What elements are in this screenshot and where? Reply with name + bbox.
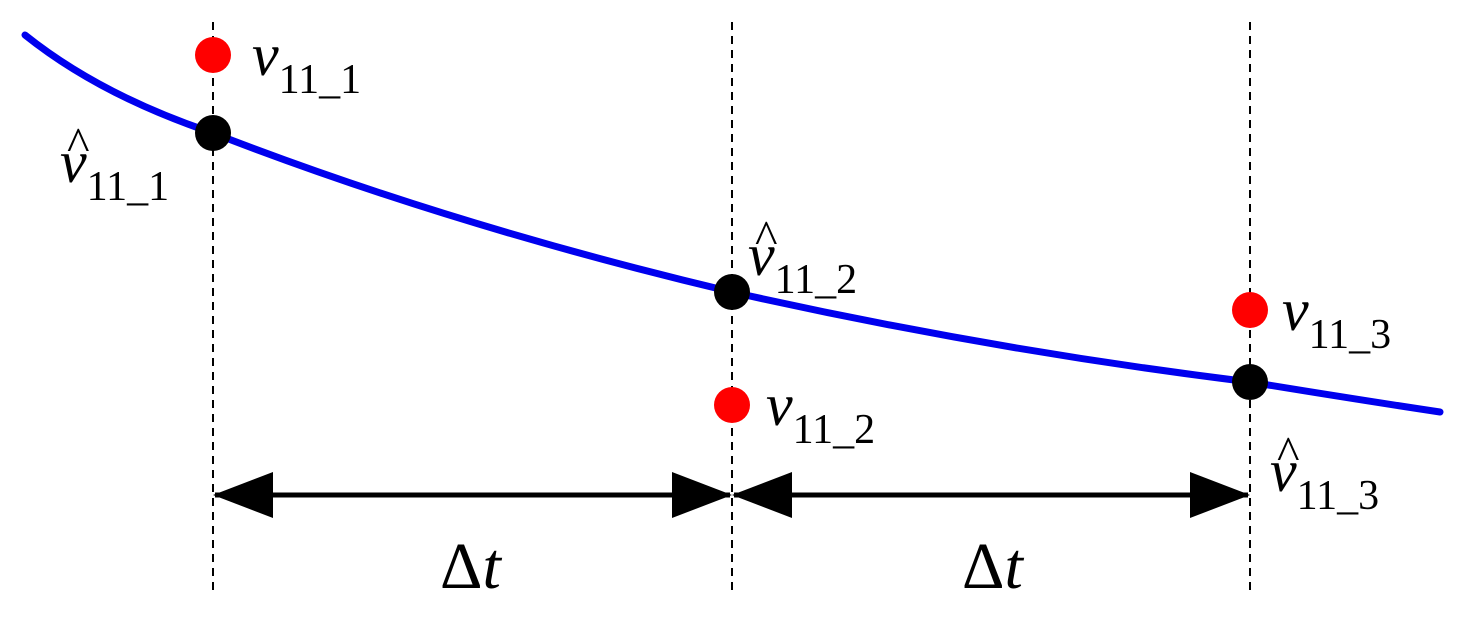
hat-accent: ^ (1277, 427, 1300, 480)
estimated-label-2: ^ v11_2 (748, 211, 857, 303)
interval-label-1: Δt (440, 530, 502, 603)
estimated-label-3: ^ v11_3 (1270, 427, 1379, 519)
measured-point-3 (1232, 292, 1268, 328)
svg-text:v11_1: v11_1 (60, 129, 169, 210)
estimated-point-1 (195, 115, 231, 151)
svg-text:v11_3: v11_3 (1270, 438, 1379, 519)
measured-label-2: v11_2 (766, 372, 875, 453)
svg-text:v11_2: v11_2 (748, 222, 857, 303)
interval-label-2: Δt (962, 530, 1024, 603)
estimated-label-1: ^ v11_1 (60, 118, 169, 210)
measured-label-3: v11_3 (1282, 277, 1391, 358)
measured-label-1: v11_1 (252, 22, 361, 103)
hat-accent: ^ (67, 118, 90, 171)
estimated-point-2 (714, 274, 750, 310)
hat-accent: ^ (755, 211, 778, 264)
estimated-point-3 (1232, 364, 1268, 400)
measured-point-1 (195, 37, 231, 73)
measured-point-2 (714, 387, 750, 423)
